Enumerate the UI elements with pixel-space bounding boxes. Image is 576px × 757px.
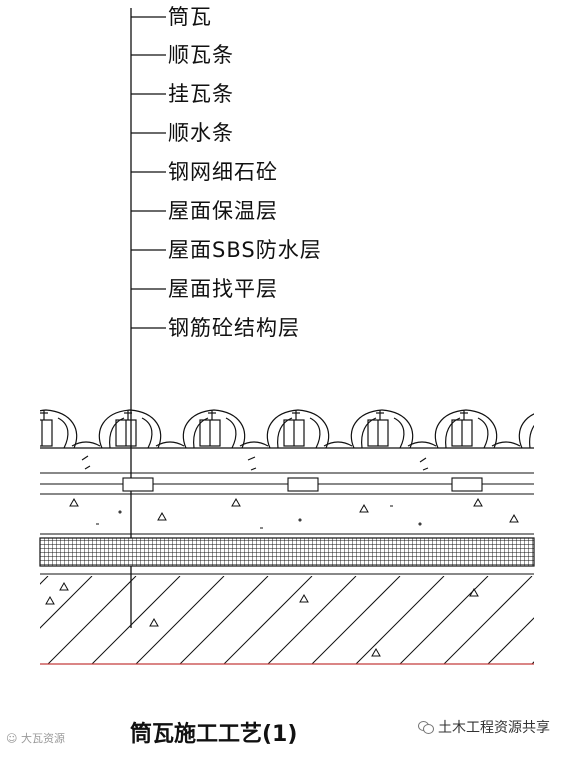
label-counter-batten: 顺水条 [168,121,234,145]
structural-slab [40,576,534,664]
label-tube-tile: 筒瓦 [168,5,212,29]
brand-text: 土木工程资源共享 [438,720,550,736]
label-leveling-layer: 屋面找平层 [168,277,278,301]
label-mesh-concrete: 钢网细石砼 [168,160,278,184]
concrete-speckles [69,497,519,529]
label-structural-layer: 钢筋砼结构层 [168,316,300,340]
screed-layer [40,573,534,603]
mesh-layer [39,537,535,567]
brand-tag: 土木工程资源共享 [418,717,550,737]
watermark-text: 大瓦资源 [20,732,65,745]
watermark: ☺ 大瓦资源 [6,730,65,746]
label-sbs-waterproof: 屋面SBS防水层 [168,238,322,262]
label-tile-strip: 顺瓦条 [168,43,234,67]
wechat-icon [418,720,434,734]
diagram-caption: 筒瓦施工工艺(1) [130,722,298,747]
tile-layer [40,409,534,449]
label-tile-batten: 挂瓦条 [168,82,234,106]
batten-layer [40,477,534,495]
label-insulation: 屋面保温层 [168,199,278,223]
bedding-layer [40,455,534,474]
watermark-icon: ☺ [6,732,21,745]
label-ticks [131,16,166,329]
